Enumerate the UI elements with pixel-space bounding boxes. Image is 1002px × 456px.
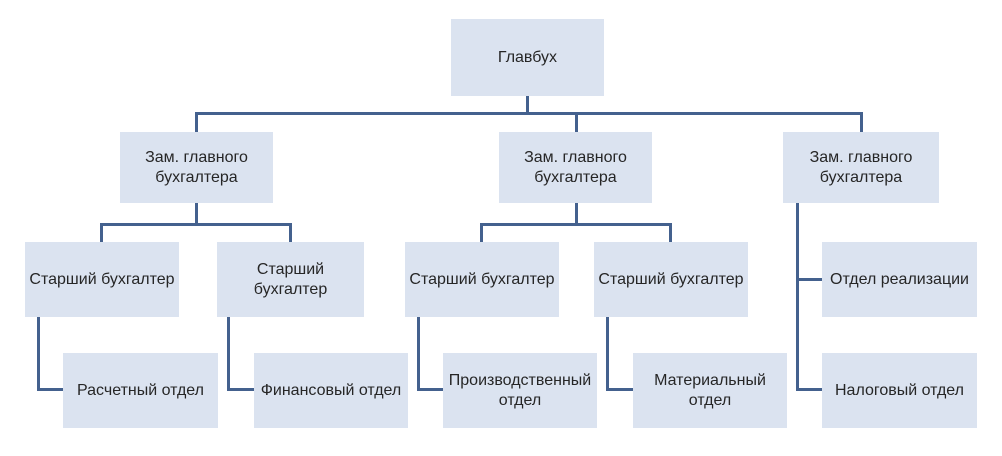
node-senior-accountant-1: Старший бухгалтер <box>25 242 179 317</box>
connector-top-bus <box>195 112 863 115</box>
connector-sales-elbow <box>796 278 822 281</box>
node-senior-accountant-3: Старший бухгалтер <box>405 242 559 317</box>
connector-senior2-elbow <box>227 388 254 391</box>
connector-senior2-down <box>227 317 230 391</box>
node-senior-accountant-2: Старший бухгалтер <box>217 242 364 317</box>
connector-drop-deputy-1 <box>195 112 198 133</box>
node-dept-settlement: Расчетный отдел <box>63 353 218 428</box>
connector-root-stub <box>526 96 529 115</box>
node-dept-material: Материальный отдел <box>633 353 787 428</box>
node-deputy-1: Зам. главного бухгалтера <box>120 132 273 203</box>
node-dept-production: Производственный отдел <box>443 353 597 428</box>
node-deputy-3: Зам. главного бухгалтера <box>783 132 939 203</box>
connector-senior4-down <box>606 317 609 391</box>
connector-drop-senior-2 <box>289 223 292 243</box>
connector-drop-senior-3 <box>480 223 483 243</box>
connector-drop-senior-1 <box>100 223 103 243</box>
connector-drop-deputy-2 <box>575 112 578 133</box>
node-dept-finance: Финансовый отдел <box>254 353 408 428</box>
node-chief-accountant: Главбух <box>451 19 604 96</box>
connector-senior3-elbow <box>417 388 443 391</box>
connector-tax-elbow <box>796 388 822 391</box>
connector-senior1-elbow <box>37 388 63 391</box>
connector-deputy1-bus <box>100 223 292 226</box>
connector-senior1-down <box>37 317 40 391</box>
connector-drop-deputy-3 <box>860 112 863 133</box>
connector-deputy2-bus <box>480 223 672 226</box>
connector-deputy1-stub <box>195 203 198 226</box>
node-deputy-2: Зам. главного бухгалтера <box>499 132 652 203</box>
connector-senior4-elbow <box>606 388 633 391</box>
connector-deputy2-stub <box>575 203 578 226</box>
node-dept-sales: Отдел реализации <box>822 242 977 317</box>
node-dept-tax: Налоговый отдел <box>822 353 977 428</box>
node-senior-accountant-4: Старший бухгалтер <box>594 242 748 317</box>
connector-senior3-down <box>417 317 420 391</box>
connector-drop-senior-4 <box>669 223 672 243</box>
connector-deputy3-down <box>796 203 799 391</box>
